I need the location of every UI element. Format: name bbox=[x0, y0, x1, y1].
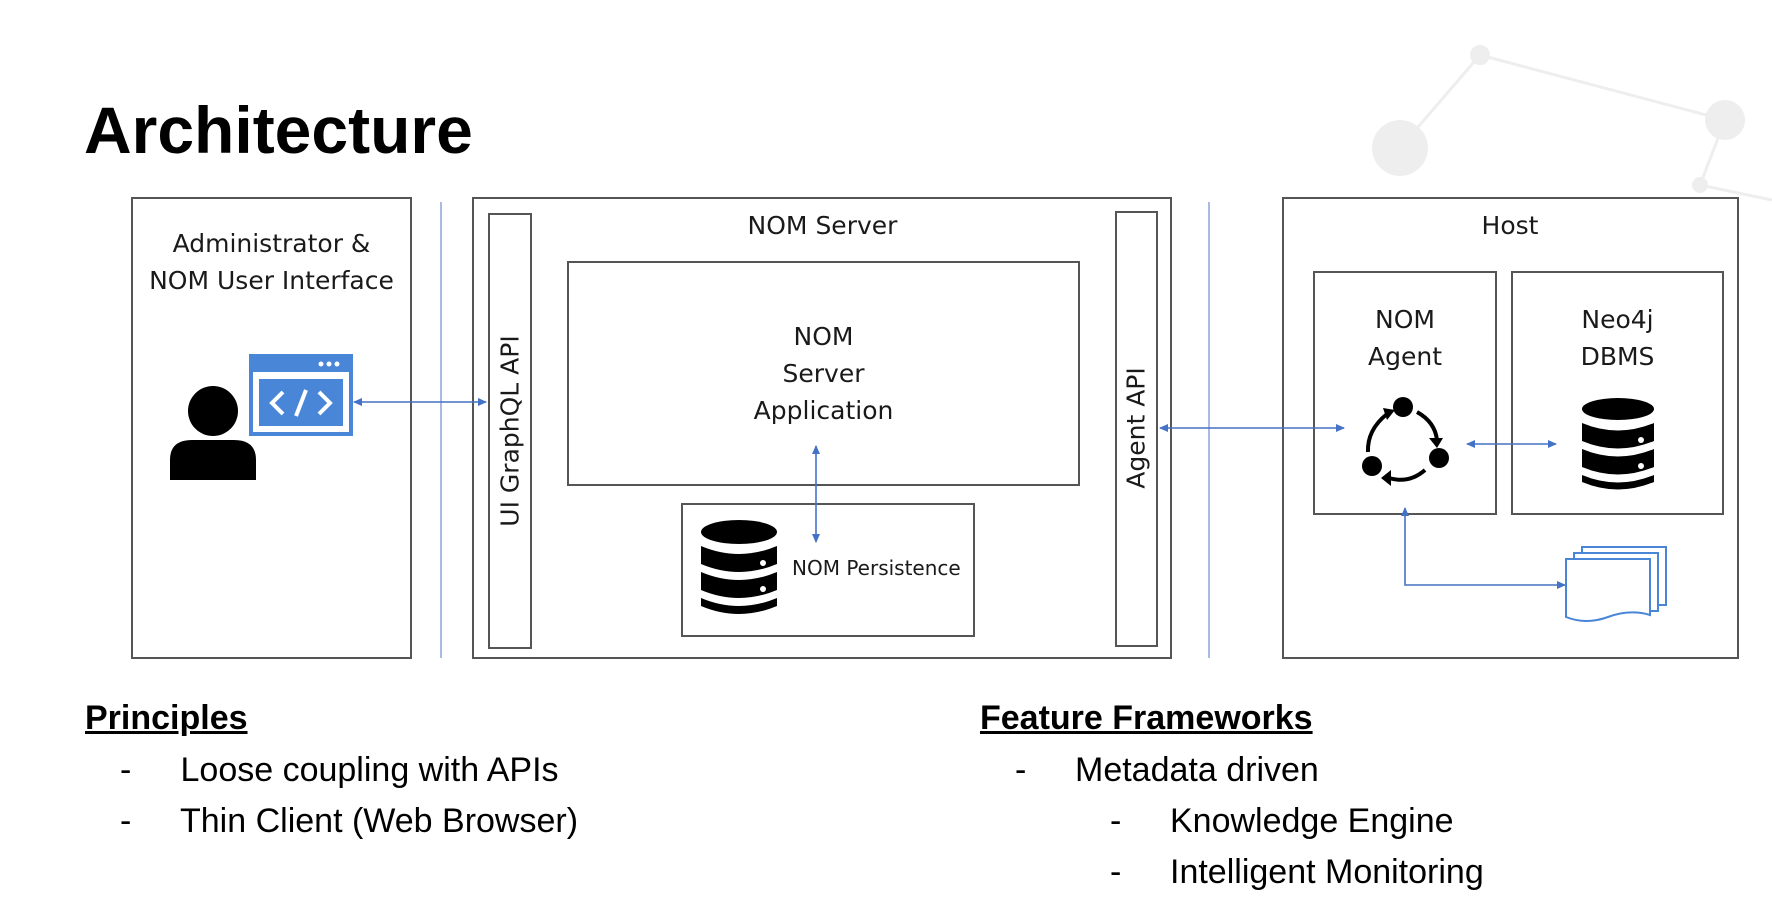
neo4j-box bbox=[1511, 271, 1724, 515]
code-window-icon bbox=[249, 354, 353, 436]
features-item: -Metadata driven bbox=[1015, 751, 1319, 789]
principles-heading: Principles bbox=[85, 699, 248, 737]
host-label: Host bbox=[1481, 211, 1539, 240]
documents-stack-icon bbox=[1565, 546, 1667, 622]
feature-frameworks-heading: Feature Frameworks bbox=[980, 699, 1313, 737]
agent-to-documents-arrow bbox=[1401, 507, 1566, 589]
principles-item: -Thin Client (Web Browser) bbox=[120, 802, 579, 840]
admin-ui-box bbox=[131, 197, 412, 659]
persistence-database-icon bbox=[701, 520, 777, 614]
page-title: Architecture bbox=[84, 93, 473, 167]
features-subitem: -Intelligent Monitoring bbox=[1110, 853, 1484, 891]
principles-item: -Loose coupling with APIs bbox=[120, 751, 559, 789]
user-icon bbox=[170, 386, 256, 480]
agent-cycle-icon bbox=[1362, 397, 1449, 486]
separator-left bbox=[440, 202, 442, 658]
persistence-box bbox=[681, 503, 975, 637]
server-application-label: NOM Server Application bbox=[753, 322, 894, 425]
nom-server-label: NOM Server bbox=[747, 211, 898, 240]
nom-agent-label: NOM Agent bbox=[1368, 305, 1442, 371]
features-subitem: -Knowledge Engine bbox=[1110, 802, 1454, 840]
agent-api-box bbox=[1115, 211, 1158, 647]
neo4j-label: Neo4j DBMS bbox=[1580, 305, 1655, 371]
server-application-box bbox=[567, 261, 1080, 486]
admin-ui-label: Administrator & NOM User Interface bbox=[149, 229, 394, 295]
persistence-label: NOM Persistence bbox=[792, 556, 961, 580]
ui-graphql-api-box bbox=[488, 213, 532, 649]
neo4j-database-icon bbox=[1582, 398, 1654, 490]
